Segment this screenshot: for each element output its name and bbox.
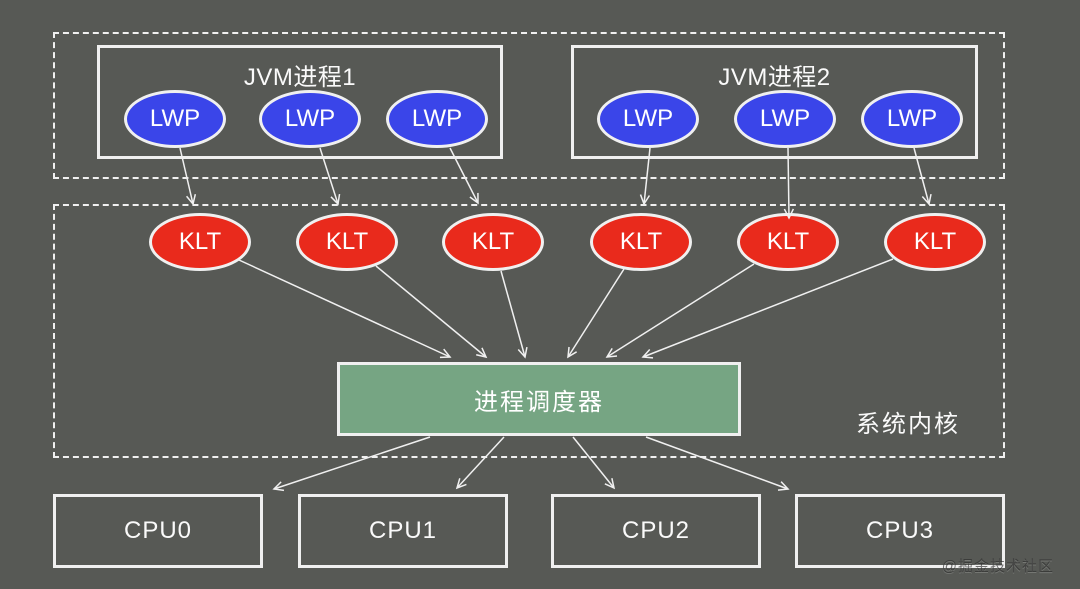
lwp-node-5: LWP xyxy=(734,90,836,148)
process-scheduler-box: 进程调度器 xyxy=(337,362,741,436)
process-scheduler-label: 进程调度器 xyxy=(474,388,604,416)
cpu-box-1: CPU1 xyxy=(298,494,508,568)
klt-label: KLT xyxy=(325,228,369,255)
klt-label: KLT xyxy=(766,228,810,255)
klt-node-3: KLT xyxy=(442,213,544,271)
lwp-label: LWP xyxy=(886,105,938,132)
cpu-box-2: CPU2 xyxy=(551,494,761,568)
cpu-label: CPU2 xyxy=(621,517,691,544)
lwp-label: LWP xyxy=(411,105,463,132)
lwp-label: LWP xyxy=(284,105,336,132)
klt-node-4: KLT xyxy=(590,213,692,271)
lwp-node-1: LWP xyxy=(124,90,226,148)
klt-label: KLT xyxy=(471,228,515,255)
system-kernel-layer-box xyxy=(53,204,1005,458)
jvm-process-2-title: JVM进程2 xyxy=(718,64,831,91)
cpu-label: CPU1 xyxy=(368,517,438,544)
jvm-process-1-box: JVM进程1 xyxy=(97,45,503,159)
lwp-node-4: LWP xyxy=(597,90,699,148)
cpu-label: CPU0 xyxy=(123,517,193,544)
cpu-box-3: CPU3 xyxy=(795,494,1005,568)
lwp-label: LWP xyxy=(759,105,811,132)
kernel-label: 系统内核 xyxy=(856,411,960,438)
klt-node-1: KLT xyxy=(149,213,251,271)
klt-label: KLT xyxy=(619,228,663,255)
lwp-node-2: LWP xyxy=(259,90,361,148)
lwp-node-3: LWP xyxy=(386,90,488,148)
lwp-label: LWP xyxy=(622,105,674,132)
klt-label: KLT xyxy=(913,228,957,255)
klt-node-6: KLT xyxy=(884,213,986,271)
jvm-process-2-box: JVM进程2 xyxy=(571,45,978,159)
jvm-process-1-title: JVM进程1 xyxy=(243,64,357,91)
lwp-node-6: LWP xyxy=(861,90,963,148)
lwp-label: LWP xyxy=(149,105,201,132)
user-process-layer-box xyxy=(53,32,1005,179)
klt-node-2: KLT xyxy=(296,213,398,271)
klt-label: KLT xyxy=(178,228,222,255)
klt-node-5: KLT xyxy=(737,213,839,271)
watermark: @掘金技术社区 xyxy=(941,558,1054,575)
cpu-box-0: CPU0 xyxy=(53,494,263,568)
cpu-label: CPU3 xyxy=(865,517,935,544)
